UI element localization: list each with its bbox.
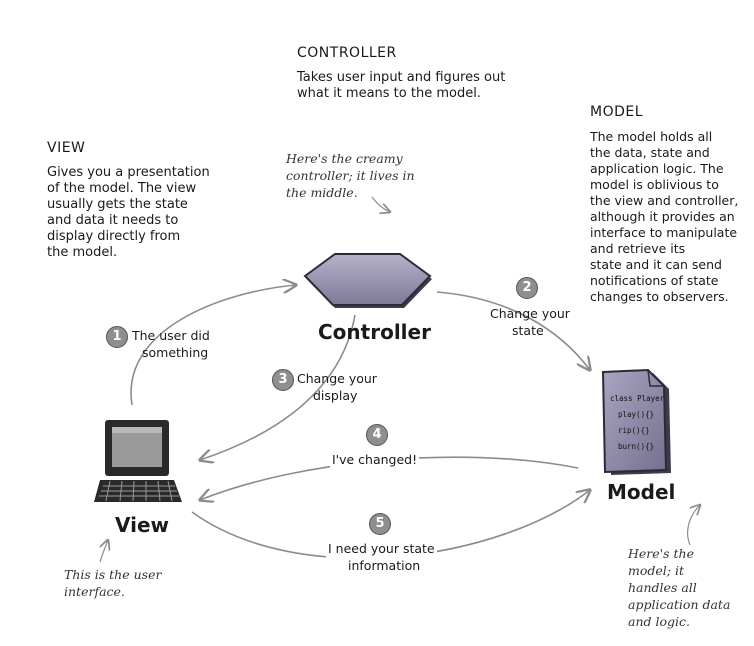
controller-note-line: the middle.: [286, 185, 358, 200]
model-description-line: changes to observers.: [590, 289, 729, 304]
step-4-label: I've changed!: [330, 451, 420, 468]
model-note: Here's the model; it handles all applica…: [628, 545, 730, 630]
view-label: View: [115, 513, 170, 537]
step-3-label: Change your display: [297, 370, 377, 404]
controller-description-line: Takes user input and figures out: [297, 70, 506, 85]
view-note: This is the user interface.: [64, 566, 161, 600]
arrow-view-to-controller: [130, 285, 296, 406]
model-code-line-3: rip(){}: [618, 426, 650, 435]
step-1-label-line: The user did: [132, 328, 210, 343]
arrow-controller-to-model: [436, 291, 590, 370]
step-1-label-line: something: [142, 345, 209, 360]
model-note-pointer: [687, 505, 700, 546]
model-note-line: and logic.: [628, 614, 690, 629]
step-3-label-line: display: [313, 388, 358, 403]
view-description-line: and data it needs to: [47, 213, 179, 228]
step-2-label: Change your state: [490, 305, 570, 339]
model-note-line: handles all: [628, 580, 697, 595]
model-description-line: the data, state and: [590, 145, 710, 160]
controller-note: Here's the creamy controller; it lives i…: [286, 150, 415, 201]
step-1-label: The user did something: [132, 327, 210, 361]
controller-label: Controller: [318, 320, 431, 344]
view-description: Gives you a presentation of the model. T…: [47, 165, 210, 261]
model-code-line-2: play(){}: [618, 410, 654, 419]
controller-heading: CONTROLLER: [297, 45, 397, 61]
view-note-line: This is the user: [64, 567, 162, 582]
model-description-line: the view and controller,: [590, 193, 739, 208]
step-1-badge: 1: [106, 326, 128, 348]
view-heading: VIEW: [47, 140, 86, 156]
step-3-badge: 3: [272, 369, 294, 391]
view-computer-icon: [94, 420, 182, 502]
model-description: The model holds all the data, state and …: [590, 129, 738, 305]
step-3-label-line: Change your: [297, 371, 377, 386]
model-label: Model: [607, 480, 676, 504]
step-5-label-line: information: [348, 558, 421, 573]
model-description-line: application logic. The: [590, 161, 724, 176]
step-2-label-line: Change your: [490, 306, 570, 321]
view-description-line: display directly from: [47, 229, 181, 244]
model-description-line: and retrieve its: [590, 241, 686, 256]
model-description-line: state and it can send: [590, 257, 722, 272]
controller-shape: [303, 253, 432, 308]
view-description-line: of the model. The view: [47, 181, 197, 196]
model-description-line: The model holds all: [590, 129, 713, 144]
step-4-badge: 4: [366, 424, 388, 446]
view-note-pointer: [99, 540, 108, 563]
controller-note-line: Here's the creamy: [286, 151, 403, 166]
controller-description-line: what it means to the model.: [297, 86, 481, 101]
controller-description: Takes user input and figures out what it…: [297, 70, 505, 102]
view-description-line: Gives you a presentation: [47, 165, 210, 180]
controller-note-pointer: [371, 196, 390, 212]
step-5-badge: 5: [369, 513, 391, 535]
model-note-line: model; it: [628, 563, 684, 578]
model-document-shape: class Player play(){} rip(){} burn(){}: [601, 368, 671, 475]
step-5-label-line: I need your state: [328, 541, 435, 556]
view-description-line: the model.: [47, 245, 118, 260]
view-description-line: usually gets the state: [47, 197, 188, 212]
model-description-line: interface to manipulate: [590, 225, 738, 240]
model-description-line: model is oblivious to: [590, 177, 719, 192]
model-code-line-1: class Player: [610, 394, 665, 403]
step-5-label: I need your state information: [326, 540, 437, 574]
model-description-line: although it provides an: [590, 209, 735, 224]
arrow-controller-to-view: [200, 314, 356, 460]
model-heading: MODEL: [590, 104, 644, 120]
view-note-line: interface.: [64, 584, 125, 599]
model-note-line: Here's the: [628, 546, 694, 561]
step-2-label-line: state: [512, 323, 544, 338]
model-code-line-4: burn(){}: [618, 442, 654, 451]
step-2-badge: 2: [516, 277, 538, 299]
model-note-line: application data: [628, 597, 731, 612]
controller-note-line: controller; it lives in: [286, 168, 415, 183]
model-description-line: notifications of state: [590, 273, 719, 288]
step-4-label-line: I've changed!: [332, 452, 418, 467]
